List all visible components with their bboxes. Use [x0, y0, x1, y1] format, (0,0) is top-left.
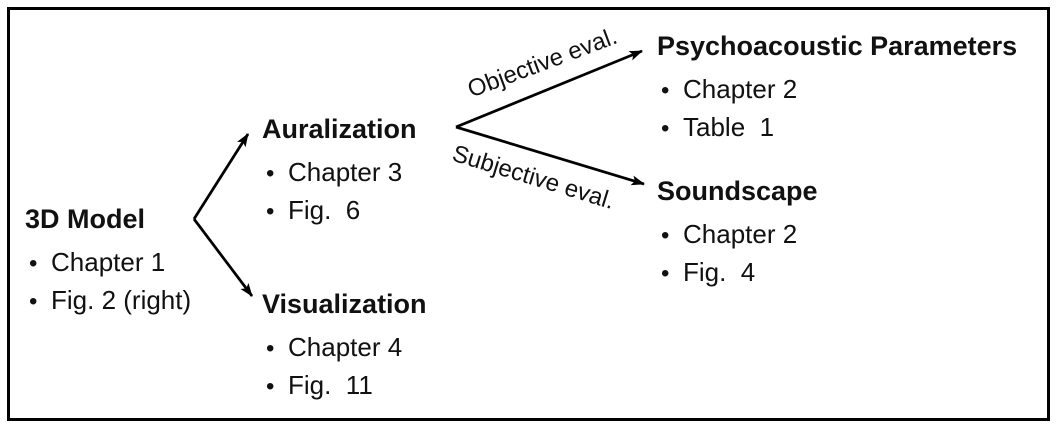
node-title-psychoacoustic-parameters: Psychoacoustic Parameters	[657, 31, 1018, 61]
bullet-text: Fig. 4	[683, 257, 756, 287]
bullet-text: Table 1	[683, 112, 775, 142]
node-psychoacoustic-parameters: Psychoacoustic Parameters • Chapter 2 • …	[657, 29, 1017, 147]
bullet-item: • Fig. 11	[266, 367, 427, 405]
bullet-item: • Chapter 1	[29, 244, 191, 282]
node-title-soundscape: Soundscape	[657, 176, 818, 206]
node-title-auralization: Auralization	[262, 114, 417, 144]
bullet-dot-icon: •	[661, 222, 670, 249]
bullet-list: • Chapter 2 • Table 1	[657, 71, 1017, 147]
bullet-dot-icon: •	[29, 288, 38, 315]
arrow-3dmodel-to-auralization	[192, 133, 250, 220]
node-title-3d-model: 3D Model	[25, 204, 146, 234]
bullet-dot-icon: •	[661, 115, 670, 142]
bullet-text: Fig. 2 (right)	[51, 285, 192, 315]
node-title-visualization: Visualization	[262, 289, 427, 319]
bullet-item: • Chapter 4	[266, 329, 427, 367]
bullet-list: • Chapter 3 • Fig. 6	[262, 154, 417, 230]
bullet-list: • Chapter 4 • Fig. 11	[262, 329, 427, 405]
bullet-dot-icon: •	[266, 198, 275, 225]
bullet-text: Chapter 4	[288, 332, 403, 362]
bullet-text: Chapter 3	[288, 157, 403, 187]
bullet-item: • Fig. 6	[266, 192, 417, 230]
bullet-dot-icon: •	[266, 335, 275, 362]
bullet-list: • Chapter 1 • Fig. 2 (right)	[25, 244, 191, 320]
bullet-text: Chapter 2	[683, 219, 798, 249]
bullet-item: • Fig. 2 (right)	[29, 282, 191, 320]
bullet-dot-icon: •	[266, 160, 275, 187]
diagram-border	[7, 7, 1050, 421]
arrow-auralization-to-psychoacoustic	[455, 49, 643, 129]
bullet-text: Fig. 6	[288, 195, 361, 225]
bullet-item: • Chapter 3	[266, 154, 417, 192]
arrow-3dmodel-to-visualization	[192, 218, 254, 297]
bullet-dot-icon: •	[266, 373, 275, 400]
node-auralization: Auralization • Chapter 3 • Fig. 6	[262, 112, 417, 230]
bullet-dot-icon: •	[661, 77, 670, 104]
bullet-list: • Chapter 2 • Fig. 4	[657, 216, 818, 292]
arrow-auralization-to-soundscape	[455, 125, 645, 186]
bullet-text: Chapter 1	[51, 247, 166, 277]
node-visualization: Visualization • Chapter 4 • Fig. 11	[262, 287, 427, 405]
bullet-item: • Chapter 2	[661, 71, 1017, 109]
node-3d-model: 3D Model • Chapter 1 • Fig. 2 (right)	[25, 202, 191, 320]
bullet-item: • Table 1	[661, 109, 1017, 147]
bullet-text: Fig. 11	[288, 370, 373, 400]
bullet-dot-icon: •	[661, 260, 670, 287]
bullet-text: Chapter 2	[683, 74, 798, 104]
bullet-item: • Fig. 4	[661, 254, 818, 292]
bullet-item: • Chapter 2	[661, 216, 818, 254]
bullet-dot-icon: •	[29, 250, 38, 277]
node-soundscape: Soundscape • Chapter 2 • Fig. 4	[657, 174, 818, 292]
